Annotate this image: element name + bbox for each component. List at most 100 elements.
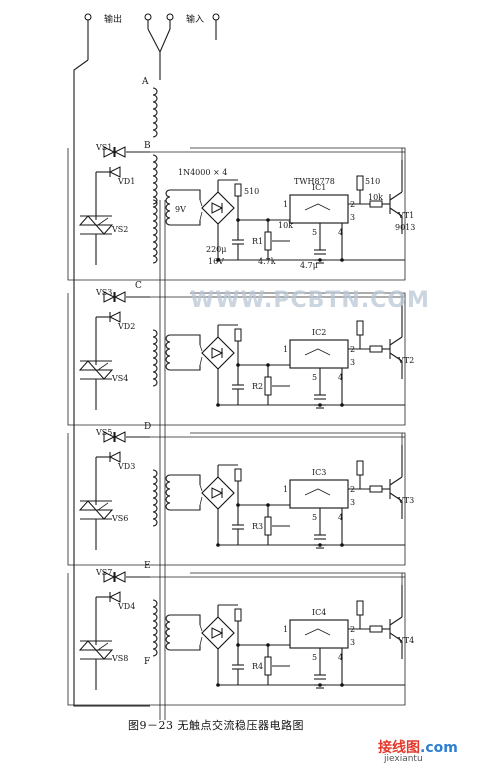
stage-4-frame (67, 572, 406, 706)
stage-1-vs2-down (94, 224, 114, 235)
junction-dot (216, 683, 220, 687)
stage-1-pot-val-label: 4.7k (258, 257, 276, 266)
stage-4-triac-label: VS7 (95, 568, 112, 577)
stage-2-pin4: 4 (338, 373, 343, 382)
stage-3-vt-emitter (389, 492, 403, 502)
stage-3-pot-label: R3 (252, 522, 263, 531)
stage-2-triac-label: VS3 (95, 288, 112, 297)
diode-triangle (103, 291, 116, 303)
stage-4-vs7-b (113, 571, 126, 583)
stage-3-vd3 (108, 451, 121, 463)
stage-2-pin1: 1 (283, 345, 288, 354)
site-logo: 接线图.com (378, 737, 458, 757)
junction-dot (318, 683, 322, 687)
stage-4-vs8-gate (97, 642, 109, 651)
stage-3-ic-label: IC3 (312, 468, 326, 477)
winding-b-c-2 (152, 199, 158, 264)
stage-4-vt-collector (389, 616, 403, 626)
winding-c-d (152, 329, 158, 387)
diode-triangle (113, 431, 126, 443)
stage-1-pin4: 4 (338, 228, 343, 237)
junction-dot (340, 403, 344, 407)
junction-dot (318, 543, 322, 547)
stage-1-vs2-gate (97, 217, 109, 226)
stage-1-sec-bot (170, 220, 201, 226)
stage-4-bridge (201, 616, 235, 650)
stage-2-sec-bot (170, 365, 201, 371)
junction-dot (340, 543, 344, 547)
stage-2-vd2 (108, 311, 121, 323)
junction-dot (236, 363, 240, 367)
logo-main: 接线图 (378, 740, 420, 756)
stage-3-vs5-b (113, 431, 126, 443)
input-tap-wire (147, 28, 171, 54)
junction-dot (266, 363, 270, 367)
stage-3-vt-collector (389, 476, 403, 486)
stage-1-frame (67, 147, 406, 281)
stage-1-secondary-coil (165, 189, 171, 226)
stage-4-sec-bot (170, 645, 201, 651)
stage-1-vs1-b (113, 146, 126, 158)
stage-3-pot (264, 516, 272, 536)
stage-4-br-in2 (199, 636, 203, 646)
stage-3-bridge-center-diode (211, 487, 224, 499)
stage-1-sec-top (170, 189, 201, 200)
stage-2-vs3-b (113, 291, 126, 303)
stage-2-vt-emitter (389, 352, 403, 362)
junction-dot (318, 258, 322, 262)
watermark: WWW.PCBTN.COM (190, 288, 430, 313)
junction-dot (216, 403, 220, 407)
stage-1-pot (264, 231, 272, 251)
stage-4-pot-label: R4 (252, 662, 263, 671)
junction-dot (266, 218, 270, 222)
junction-dot (318, 403, 322, 407)
stage-3-bridge (201, 476, 235, 510)
stage-4-br-in1 (199, 624, 203, 632)
junction-dot (216, 258, 220, 262)
stage-3-triac-label: VS5 (95, 428, 112, 437)
stage-4-bridge-center-diode (211, 627, 224, 639)
diode-triangle (211, 202, 224, 214)
stage-2-r-top (234, 328, 242, 342)
stage-1-vt-part: 9013 (395, 223, 415, 232)
diode-triangle (108, 451, 121, 463)
junction-dot (266, 643, 270, 647)
diode-triangle (108, 591, 121, 603)
stage-1-ic-label: IC1 (312, 183, 326, 192)
stage-4-vd4 (108, 591, 121, 603)
stage-4-diode-label: VD4 (117, 602, 135, 611)
terminal-4 (212, 13, 220, 21)
stage-1-br-in1 (199, 199, 203, 207)
stage-1-r-top (234, 183, 242, 197)
stage-1-triac-label: VS1 (95, 143, 112, 152)
diode-triangle (108, 311, 121, 323)
stage-3-frame (67, 432, 406, 566)
stage-4-ic-label: IC4 (312, 608, 326, 617)
diode-triangle (113, 146, 126, 158)
stage-4-sec-top (170, 614, 201, 625)
junction-dot (340, 258, 344, 262)
diode-triangle (103, 431, 116, 443)
stage-1-pin3: 3 (350, 213, 355, 222)
logo-subtext: jiexiantu (384, 754, 423, 764)
junction-dot (236, 643, 240, 647)
tap-label-a: A (141, 77, 149, 87)
stage-2-pot-label: R2 (252, 382, 263, 391)
stage-3-r-top (234, 468, 242, 482)
stage-1-cap-label: 220μ (206, 245, 226, 254)
diode-triangle (103, 571, 116, 583)
stage-4-rb (369, 625, 383, 633)
stage-1-r-top-label: 510 (244, 187, 259, 196)
stage-1-pot-label: R1 (252, 237, 263, 246)
stage-4-pin1: 1 (283, 625, 288, 634)
stage-2-vs4-gate (97, 362, 109, 371)
stage-1-triac2-label: VS2 (111, 225, 128, 234)
diode-triangle (211, 487, 224, 499)
stage-2-br-in2 (199, 356, 203, 366)
stage-3-diode-label: VD3 (117, 462, 135, 471)
stage-4-vt-emitter (389, 632, 403, 642)
junction-dot (236, 218, 240, 222)
label-output: 输出 (104, 13, 122, 25)
stage-4-pin3: 3 (350, 638, 355, 647)
stage-1-ic-box (289, 194, 349, 224)
